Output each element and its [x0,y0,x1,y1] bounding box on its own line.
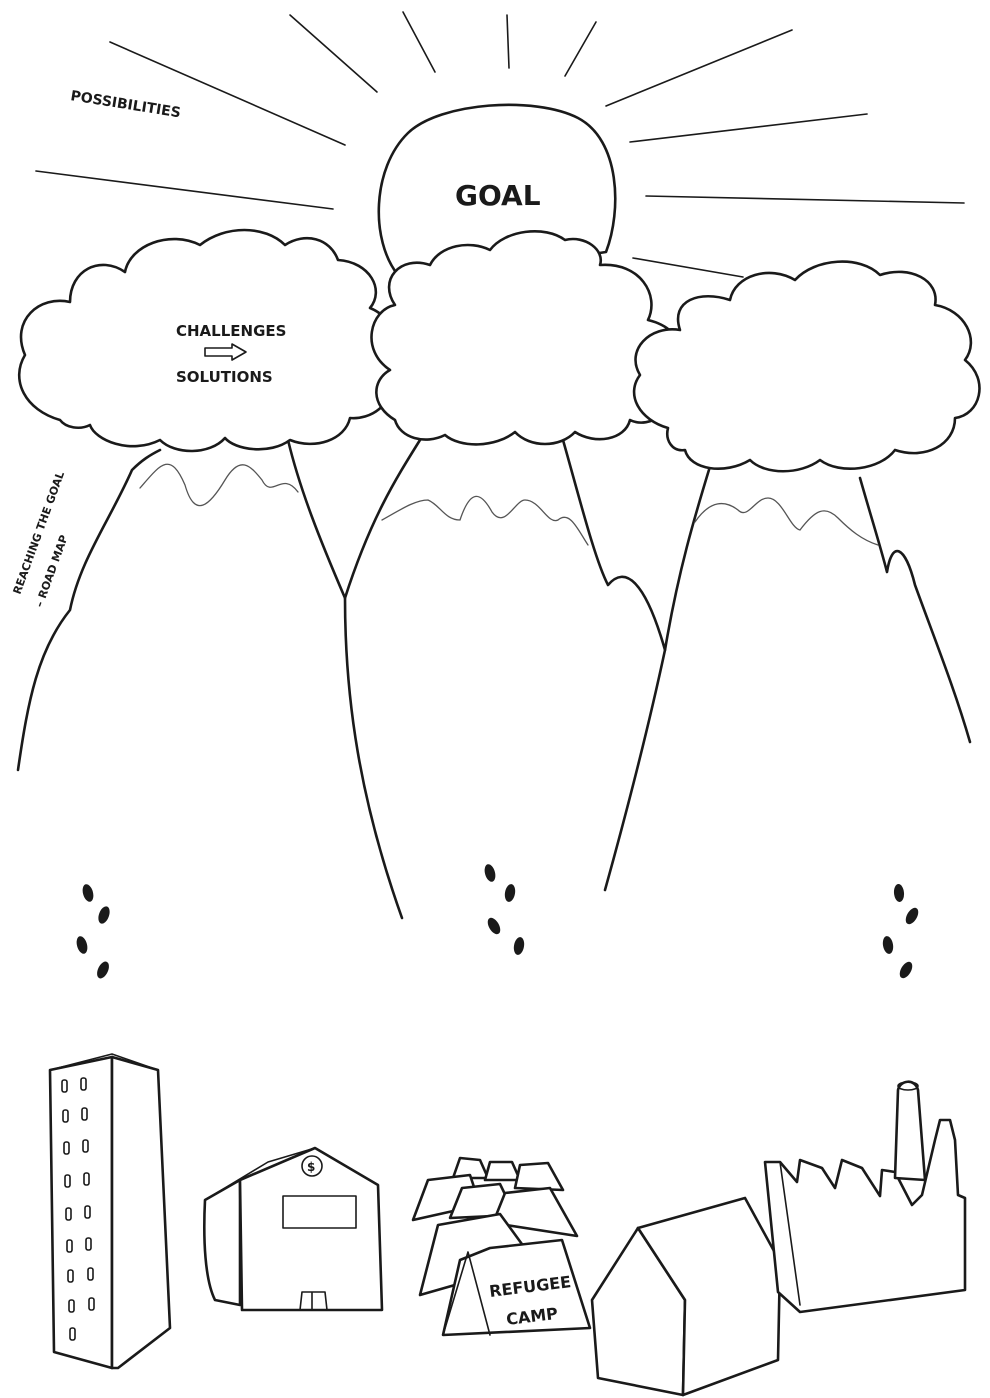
snowcap-icon [695,498,878,545]
snowcap-icon [140,464,298,505]
bank-building-icon: $ [204,1148,382,1310]
mountain-icon [345,598,402,918]
sun-ray-icon [36,171,333,209]
factory-icon [765,1082,965,1312]
sun-ray-icon [633,258,743,277]
svg-text:$: $ [307,1160,315,1174]
sun-ray-icon [646,196,964,203]
sun-ray-icon [630,114,867,142]
house-icon [592,1198,780,1395]
cloud-icon [19,230,398,451]
tower-building-icon [50,1054,170,1368]
footprints-icon [75,863,921,980]
roadmap-label-line1: REACHING THE GOAL [11,470,68,596]
solutions-label: SOLUTIONS [176,368,273,386]
sun-ray-icon [606,30,792,106]
mountains [18,440,970,918]
mountain-icon [605,650,665,890]
tent-icon [413,1158,590,1335]
goal-label: GOAL [455,179,541,212]
possibilities-label: POSSIBILITIES [69,88,181,121]
sun-ray-icon [110,42,345,145]
sun-ray-icon [565,22,596,76]
snowcap-icon [382,496,588,545]
cloud-icon [634,262,979,472]
challenges-label: CHALLENGES [176,322,286,340]
sun-ray-icon [507,15,509,68]
mountain-icon [288,440,420,598]
mountain-icon [563,440,715,650]
mountain-icon [860,478,970,742]
cloud-icon [371,231,682,444]
mountain-icon [18,450,160,770]
sun-ray-icon [290,15,377,92]
sun-ray-icon [403,12,435,72]
